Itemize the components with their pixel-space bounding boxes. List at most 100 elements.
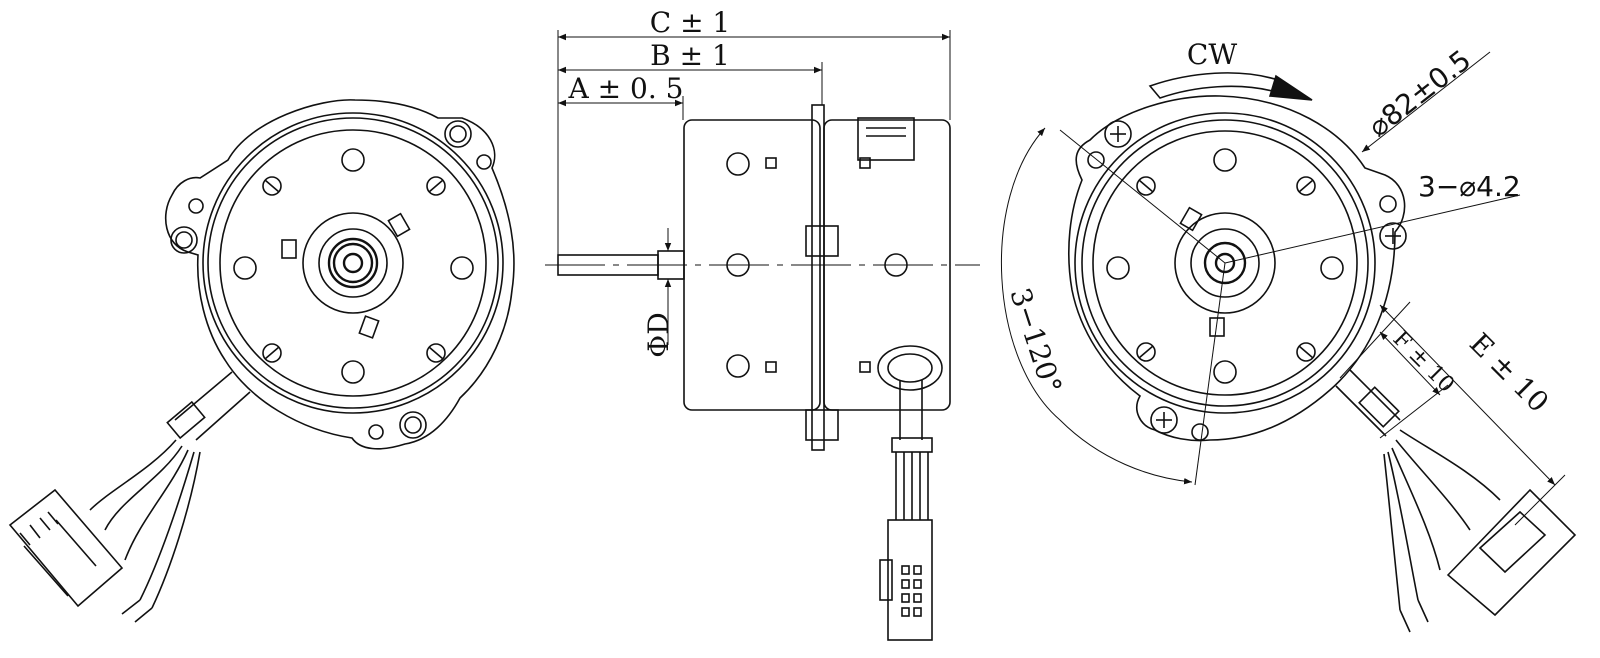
front-hub-ring2 xyxy=(332,242,374,284)
rear-tab xyxy=(1209,317,1225,337)
side-connector xyxy=(887,519,933,641)
front-shaft-bore xyxy=(342,252,364,274)
rear-screw xyxy=(1379,222,1407,250)
rotation-label: CW xyxy=(1187,38,1237,71)
front-vent-hole xyxy=(450,256,474,280)
side-slot xyxy=(765,361,777,373)
cw-arrow-head xyxy=(1268,74,1313,101)
front-screw xyxy=(262,343,282,363)
front-hub-outer xyxy=(302,212,404,314)
side-connector-pins xyxy=(901,565,922,617)
front-connector xyxy=(8,488,124,608)
front-screw xyxy=(262,176,282,196)
rear-connector xyxy=(1446,488,1577,617)
front-outer-ring xyxy=(202,112,504,414)
front-flange-outline xyxy=(164,99,515,450)
dim-line-f xyxy=(1379,331,1441,396)
side-cable xyxy=(899,380,923,440)
dim-label-c: C ± 1 xyxy=(650,6,731,39)
angle-label: 3−120° xyxy=(1003,284,1068,398)
side-view xyxy=(545,30,980,641)
rear-screw-small xyxy=(1136,342,1156,362)
rear-cable-grommet xyxy=(1358,386,1400,428)
holes-label: 3−⌀4.2 xyxy=(1418,170,1521,203)
dim-label-a: A ± 0. 5 xyxy=(568,72,684,105)
front-ear-hole-top-inner xyxy=(449,125,467,143)
front-face xyxy=(219,129,487,397)
front-ear-small-hole-2 xyxy=(188,198,204,214)
front-ear-hole-left xyxy=(170,226,198,254)
front-vent-hole xyxy=(341,148,365,172)
ext-line-e-start xyxy=(1339,301,1411,379)
side-terminal-block xyxy=(857,117,915,161)
hole-leader-line xyxy=(1224,194,1521,264)
dim-label-b: B ± 1 xyxy=(650,39,730,72)
rear-screw-small xyxy=(1136,176,1156,196)
outer-diameter-leader xyxy=(1361,51,1491,153)
ext-line-f-end xyxy=(1379,384,1449,439)
front-screw xyxy=(426,176,446,196)
rear-screw-small xyxy=(1296,176,1316,196)
rear-vent-hole xyxy=(1213,148,1237,172)
front-outer-ring-inner xyxy=(207,117,499,409)
front-wire-tails xyxy=(121,599,153,623)
rear-screw xyxy=(1104,120,1132,148)
rear-wire-tails xyxy=(1399,599,1429,633)
front-ear-small-hole-3 xyxy=(368,424,384,440)
front-tab xyxy=(281,239,297,259)
front-ear-hole-bottom-inner xyxy=(404,416,422,434)
front-ear-hole-bottom xyxy=(399,411,427,439)
dim-label-f: F ± 10 xyxy=(1388,327,1459,398)
side-slot xyxy=(859,361,871,373)
rear-vent-hole xyxy=(1320,256,1344,280)
side-wires xyxy=(895,452,929,520)
front-ear-small-hole-1 xyxy=(476,154,492,170)
front-hub-ring xyxy=(327,237,379,289)
side-cable-sleeve xyxy=(891,437,933,453)
front-wires xyxy=(89,439,201,609)
rear-screw-small xyxy=(1296,342,1316,362)
front-hub-mid xyxy=(318,228,388,298)
front-ear-hole-top xyxy=(444,120,472,148)
rear-vent-hole xyxy=(1213,360,1237,384)
side-connector-latch xyxy=(879,559,893,601)
rear-connector-window xyxy=(1478,510,1547,574)
rear-screw xyxy=(1150,406,1178,434)
rear-view xyxy=(1001,51,1577,633)
rear-vent-hole xyxy=(1106,256,1130,280)
angle-arc xyxy=(1001,127,1193,485)
side-cable-gland-inner xyxy=(887,353,933,383)
front-screw xyxy=(426,343,446,363)
side-body-front xyxy=(683,119,821,411)
outer-diameter-label: ⌀82±0.5 xyxy=(1362,43,1477,143)
front-tab xyxy=(358,315,380,339)
front-connector-pins xyxy=(19,511,97,597)
side-body-rear xyxy=(823,119,951,411)
front-cable-grommet xyxy=(166,400,206,440)
front-tab xyxy=(387,212,411,238)
front-vent-hole xyxy=(233,256,257,280)
rear-hub-ring xyxy=(1203,241,1247,285)
dim-label-d: ΦD xyxy=(642,312,675,357)
side-body-hole xyxy=(726,152,750,176)
side-slot xyxy=(859,157,871,169)
side-bolt-bottom xyxy=(805,409,839,441)
rear-construction-line xyxy=(1194,262,1226,486)
rear-mount-hole xyxy=(1191,423,1209,441)
rear-wires xyxy=(1383,429,1501,611)
side-bolt-top xyxy=(805,225,839,257)
side-body-hole xyxy=(726,253,750,277)
side-cable-gland xyxy=(877,345,943,391)
side-mid-flange xyxy=(811,104,825,451)
ext-line-e-end xyxy=(1514,474,1566,526)
side-body-hole xyxy=(726,354,750,378)
side-body-hole xyxy=(884,253,908,277)
rear-construction-line xyxy=(1059,129,1226,264)
front-cable xyxy=(174,371,251,441)
front-vent-hole xyxy=(341,360,365,384)
rear-mount-hole xyxy=(1379,195,1397,213)
front-ear-hole-left-inner xyxy=(175,231,193,249)
side-slot xyxy=(765,157,777,169)
cw-arrow xyxy=(1148,72,1279,99)
